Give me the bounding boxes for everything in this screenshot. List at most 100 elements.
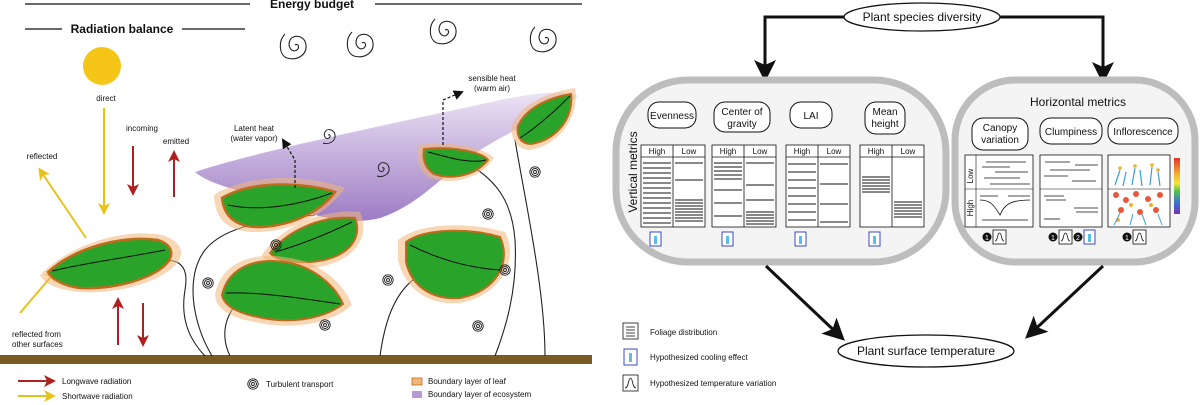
temperature-node [837,334,1015,368]
canopy-high-label: High [966,200,975,216]
turbulent-spiral-icon [319,319,331,331]
temperature-variation-icon [1132,229,1147,245]
legend-foliage-icon [622,322,639,340]
evenness-high: High [649,147,665,156]
legend-cooling-label: Hypothesized cooling effect [650,353,748,362]
ground [0,355,592,364]
legend-longwave-label: Longwave radiation [62,377,131,386]
arrow-diversity-to-horizontal [1000,15,1114,84]
mean-height-high: High [868,147,884,156]
svg-text:1: 1 [1051,235,1055,242]
lai-high: High [794,147,810,156]
latent-heat-arrow [281,138,296,188]
sensible-heat-label-1: sensible heat [468,74,516,83]
leaf-3 [262,211,364,269]
metric-clumpiness-label-box [1039,117,1103,145]
temperature-variation-icon [992,229,1007,245]
svg-text:2: 2 [1076,235,1080,242]
metric-inflorescence: Inflorescence [1107,117,1180,228]
leaf-6 [417,143,494,181]
metric-mean-height-label-2: height [871,119,898,130]
metric-canopy-variation: Canopy variation Low High [964,117,1034,228]
radiation-balance-title: Radiation balance [71,22,174,36]
metric-canopy-label-2: variation [981,135,1019,146]
lai-low: Low [827,147,842,156]
evenness-low: Low [682,147,697,156]
metric-inflorescence-label: Inflorescence [1113,127,1173,138]
diagram-legend: Foliage distribution Hypothesized coolin… [622,322,776,392]
turbulent-spiral-icon [472,320,484,332]
legend-leaf-boundary-swatch [411,377,423,386]
metric-lai-label: LAI [803,111,818,122]
vertical-metrics-title: Vertical metrics [626,131,640,212]
turbulent-spiral-icon [482,208,494,220]
reflected-other-label-1: reflected from [12,330,61,339]
sensible-heat-label-2: (warm air) [474,84,510,93]
reflected-label: reflected [27,152,58,161]
latent-heat-label-2: (water vapor) [230,134,277,143]
turbulent-swirl-icon [279,33,307,60]
incoming-label: incoming [126,124,158,133]
metric-lai-label-box [789,101,833,129]
metric-mean-height-label-1: Mean [872,107,897,118]
horizontal-badges: 1 1 2 1 [982,229,1147,245]
turbulent-spiral-icon [202,277,214,289]
arrow-vertical-to-temperature [764,264,845,341]
legend-ecosystem-boundary-label: Boundary layer of ecosystem [428,390,531,399]
metric-evenness-label-box [647,101,697,129]
canopy-low-label: Low [966,168,975,183]
temperature-colorbar [1174,158,1180,214]
arrow-horizontal-to-temperature [1025,264,1105,339]
legend-foliage-label: Foliage distribution [650,328,717,337]
diversity-diagram-panel: Plant species diversity Vertical metrics… [612,2,1199,392]
energy-legend: Longwave radiation Shortwave radiation T… [18,375,531,402]
leaf-5 [398,225,510,304]
turbulent-swirl-icon [346,31,374,58]
leaf-4 [215,255,352,326]
temperature-node-label: Plant surface temperature [857,344,995,358]
legend-leaf-boundary-label: Boundary layer of leaf [428,377,507,386]
clumpiness-panel [1039,154,1103,228]
badge-1 [1048,232,1058,242]
sun-icon [83,47,121,85]
sensible-heat-arrow [442,90,464,145]
legend-temperature-icon [622,374,639,392]
metric-cog-label-2: gravity [727,119,756,130]
metric-cog-label-box [713,101,771,133]
energy-budget-title: Energy budget [270,0,354,11]
svg-text:1: 1 [1125,235,1129,242]
horizontal-metrics-title: Horizontal metrics [1030,95,1126,109]
reflected-other-label-2: other surfaces [12,340,63,349]
canopy-variation-panel [964,154,1034,228]
turbulent-swirl-icon [529,26,557,53]
badge-2 [1073,232,1083,242]
temperature-variation-icon [1058,229,1073,245]
metric-canopy-label-1: Canopy [983,123,1017,134]
leaf-1 [40,233,182,293]
legend-turbulent-icon [247,378,259,390]
metric-canopy-label-box [971,117,1029,151]
metric-clumpiness: Clumpiness [1039,117,1103,228]
cog-low: Low [753,147,768,156]
leaf-2 [214,177,345,233]
latent-heat-label-1: Latent heat [234,124,275,133]
metric-evenness-label: Evenness [650,111,694,122]
turbulent-spiral-icon [529,166,541,178]
metric-mean-height-label-box [864,101,906,135]
inflorescence-thermal-image [1113,163,1163,226]
cog-high: High [720,147,736,156]
legend-shortwave-label: Shortwave radiation [62,392,133,401]
legend-ecosystem-boundary-swatch [412,391,422,398]
legend-turbulent-label: Turbulent transport [266,380,334,389]
energy-budget-panel: Energy budget Radiation balance direct i… [0,0,592,402]
metric-inflorescence-label-box [1107,117,1179,145]
metric-cog-label-1: Center of [721,107,762,118]
legend-temperature-label: Hypothesized temperature variation [650,379,776,388]
leaf-7 [511,88,576,150]
inflorescence-panel [1107,154,1171,228]
svg-text:1: 1 [985,235,989,242]
metric-clumpiness-label: Clumpiness [1045,127,1097,138]
metric-center-of-gravity: Center of gravity High Low [711,101,777,247]
turbulent-swirl-icon [429,18,457,45]
